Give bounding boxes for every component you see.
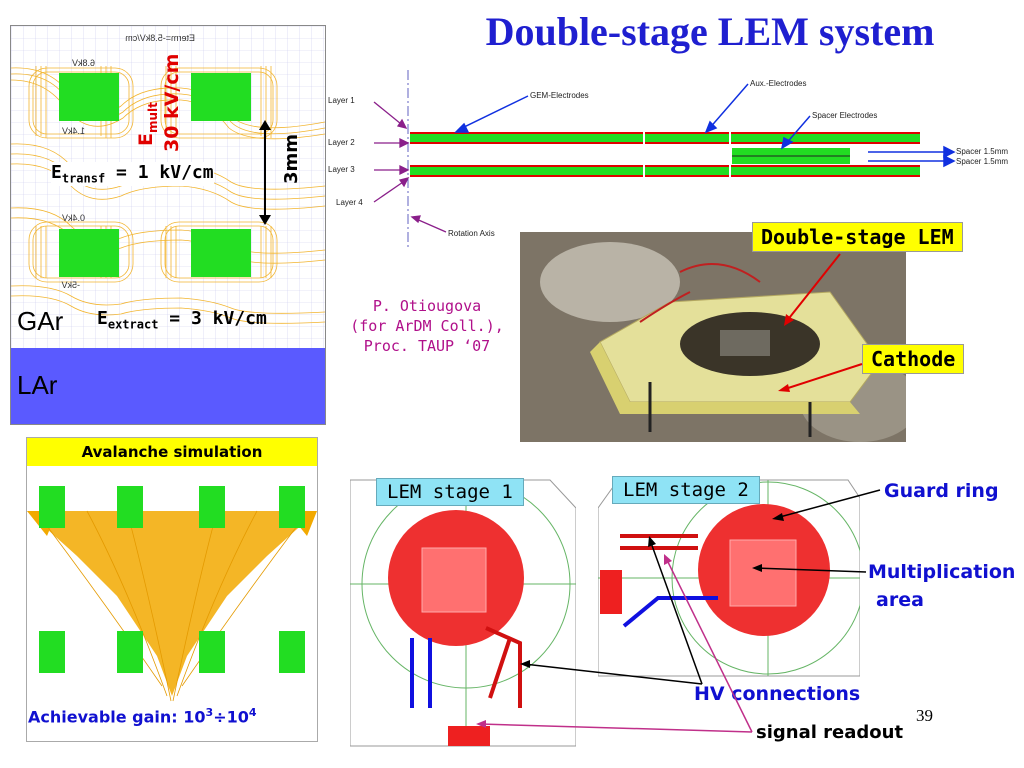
voltage-2: 1.4kV [62,126,85,136]
spacer-electrodes-label: Spacer Electrodes [812,111,877,120]
double-stage-lem-label: Double-stage LEM [752,222,963,252]
credit-collab: (for ArDM Coll.), [350,317,504,335]
page-title: Double-stage LEM system [485,9,935,54]
spacer-2-label: Spacer 1.5mm [956,157,1008,166]
hv-connections-label: HV connections [694,683,861,705]
stage-2-drawing [597,479,865,677]
rotation-axis-label: Rotation Axis [448,229,495,238]
layer-1-label: Layer 1 [328,96,355,105]
credit-author: P. Otiougova [372,297,482,315]
cathode-label: Cathode [862,344,965,374]
e-transf-label: Etransf = 1 kV/cm [51,162,214,186]
aux-electrodes-label: Aux.-Electrodes [750,79,806,88]
avalanche-header: Avalanche simulation [27,438,317,466]
gem-electrodes-label: GEM-Electrodes [530,91,589,100]
field-lines-figure: Eterm=-5.8kV/cm 6.8kV 1.4kV 0.4kV -5kV [11,26,325,348]
electrode-schematic: Layer 1 Layer 2 Layer 3 Layer 4 GEM-Elec… [328,70,1018,250]
spacer-1-label: Spacer 1.5mm [956,147,1008,156]
signal-readout-label: signal readout [756,722,904,743]
electrode-bottom-left [59,229,119,277]
voltage-1: 6.8kV [72,58,95,68]
lem-stage-2-layout [597,478,865,678]
gas-argon-label: GAr [17,306,64,336]
electrode-bottom-right [191,229,251,277]
liquid-argon-region: LAr [11,348,325,424]
page-number: 39 [916,706,933,725]
label-eterm: Eterm=-5.8kV/cm [125,33,195,43]
layer-3-label: Layer 3 [328,165,355,174]
guard-ring-label: Guard ring [884,480,999,502]
schematic-drawing: Layer 1 Layer 2 Layer 3 Layer 4 GEM-Elec… [328,70,1008,248]
field-simulation-panel: Eterm=-5.8kV/cm 6.8kV 1.4kV 0.4kV -5kV E… [10,25,326,425]
layer-2-label: Layer 2 [328,138,355,147]
avalanche-panel: Avalanche simulation [26,437,318,742]
layer-4-label: Layer 4 [336,198,363,207]
photo-illustration [520,232,906,442]
e-mult-value: 30 kV/cm [161,53,183,152]
gain-label: Achievable gain: 103÷104 [28,706,257,727]
e-mult-label: Emult [135,102,160,146]
electrode-top-left [59,73,119,121]
liquid-argon-label: LAr [17,370,58,400]
voltage-4: -5kV [61,280,80,290]
lem-stage-1-layout [349,478,577,748]
lem-photo [520,232,906,442]
lem-stage-1-label: LEM stage 1 [376,478,524,506]
electrode-top-right [191,73,251,121]
stage-1-drawing [349,479,577,747]
credit-proc: Proc. TAUP ‘07 [363,337,491,355]
gap-label: 3mm [281,133,302,184]
e-extract-label: Eextract = 3 kV/cm [97,308,267,332]
lem-stage-2-label: LEM stage 2 [612,476,760,504]
voltage-3: 0.4kV [62,213,85,223]
credit-block: P. Otiougova (for ArDM Coll.), Proc. TAU… [342,296,512,356]
multiplication-area-label: Multiplication area [868,561,1016,611]
avalanche-figure [27,486,317,702]
